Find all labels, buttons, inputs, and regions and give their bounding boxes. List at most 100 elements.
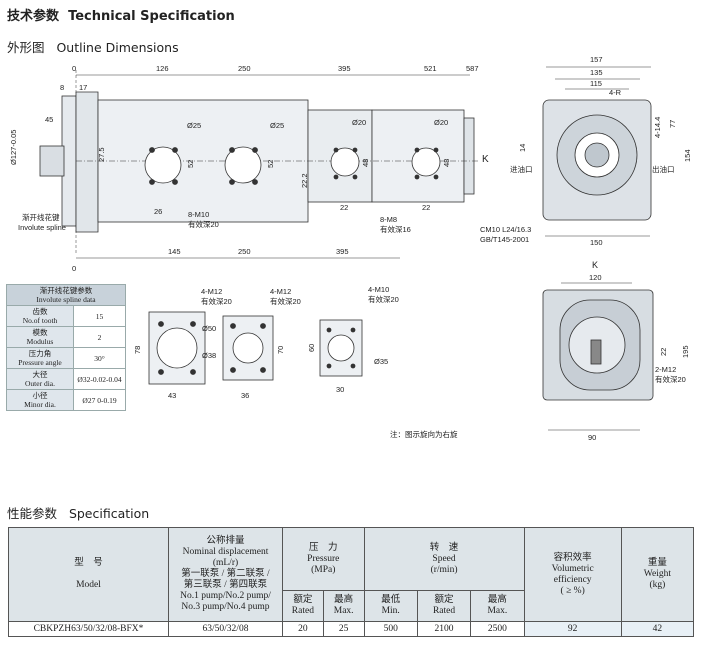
dim-4-14-4: 4-14.4 [653, 117, 662, 138]
k-thread: 2-M12 [655, 365, 676, 374]
port1-diam: Ø50 [202, 324, 216, 333]
rated-en: Rated [291, 606, 314, 616]
port2-depth: 有效深20 [270, 296, 301, 306]
k-dim-22: 22 [659, 348, 668, 356]
dim-521: 521 [424, 64, 437, 73]
port1-depth: 有效深20 [201, 296, 232, 306]
model-header-cn: 型 号 [74, 558, 103, 568]
cell-weight: 42 [620, 621, 695, 637]
dim-48b: 48 [442, 159, 451, 167]
spline-label-en: Minor dia. [24, 400, 56, 409]
dim-157: 157 [590, 55, 603, 64]
outline-title-en: Outline Dimensions [56, 40, 179, 55]
thread-m8-depth: 有效深16 [380, 224, 411, 234]
dim-22-2: 22.2 [300, 173, 309, 188]
pressure-header: 压 力 Pressure (MPa) [281, 527, 365, 591]
cell-model: CBKPZH63/50/32/08-BFX* [8, 621, 169, 637]
max-en: Max. [487, 606, 508, 616]
dim-587: 587 [466, 64, 479, 73]
vol-unit: ( ≥ %) [560, 585, 585, 596]
k-thread-depth: 有效深20 [655, 374, 686, 384]
bore-3: Ø20 [352, 118, 366, 127]
page-title: 技术参数 Technical Specification [7, 5, 235, 24]
port2-width: 36 [241, 391, 249, 400]
spline-label-en: Involute spline [18, 223, 66, 232]
thread-m8: 8-M8 [380, 215, 397, 224]
spline-value: Ø27 0-0.19 [73, 389, 126, 411]
vol-en1: Volumetric [551, 563, 594, 574]
dim-22a: 22 [340, 203, 348, 212]
disp-pump-en2: No.3 pump/No.4 pump [181, 602, 270, 612]
spline-table-header: 渐开线花键参数 Involute spline data [6, 284, 126, 306]
disp-unit: (mL/r) [212, 558, 239, 568]
outlet-label: 出油口 [652, 164, 675, 174]
spline-value: 2 [73, 326, 126, 348]
dim-22b: 22 [422, 203, 430, 212]
spline-label-cn: 小径 [32, 391, 48, 400]
min-en: Min. [381, 606, 400, 616]
bottom-dim-395: 395 [336, 247, 349, 256]
cell-p-rated: 20 [281, 621, 324, 637]
spline-label-cn: 模数 [32, 328, 48, 337]
pressure-en: Pressure [307, 553, 340, 564]
performance-title-en: Specification [68, 506, 150, 521]
dim-135: 135 [590, 68, 603, 77]
dim-127: Ø127-0.05 [9, 130, 18, 165]
rotation-note: 注：图示旋向为右旋 [390, 429, 458, 439]
port1-height: 78 [133, 346, 142, 354]
displacement-header: 公称排量 Nominal displacement (mL/r) 第一联泵 / … [168, 527, 283, 622]
dim-8: 8 [60, 83, 64, 92]
cell-efficiency: 92 [523, 621, 622, 637]
spline-title-en: Involute spline data [36, 295, 96, 304]
disp-pump-cn2: 第三联泵 / 第四联泵 [183, 580, 268, 590]
cell-s-rated: 2100 [416, 621, 472, 637]
k-arrow-label: K [482, 154, 489, 165]
dim-150: 150 [590, 238, 603, 247]
port3-height: 60 [307, 344, 316, 352]
dim-26: 26 [154, 207, 162, 216]
rated-cn: 额定 [434, 595, 454, 605]
pressure-cn: 压 力 [309, 542, 338, 553]
performance-title-cn: 性能参数 [7, 506, 58, 521]
efficiency-header: 容积效率 Volumetric efficiency ( ≥ %) [523, 527, 622, 622]
bottom-dim-145: 145 [168, 247, 181, 256]
vol-en2: efficiency [553, 574, 592, 585]
spline-value: 15 [73, 305, 126, 327]
speed-en: Speed [432, 553, 456, 564]
model-header-en: Model [76, 580, 101, 590]
max-en: Max. [333, 606, 354, 616]
performance-heading: 性能参数 Specification [7, 503, 149, 522]
port3-depth: 有效深20 [368, 294, 399, 304]
disp-en: Nominal displacement [182, 547, 269, 557]
cm-note-2: GB/T145-2001 [480, 235, 529, 244]
cell-s-min: 500 [363, 621, 418, 637]
port1-thread: 4-M12 [201, 287, 222, 296]
cell-s-max: 2500 [470, 621, 525, 637]
port3-thread: 4-M10 [368, 285, 389, 294]
dim-48a: 48 [361, 159, 370, 167]
thread-m10-depth: 有效深20 [188, 219, 219, 229]
weight-header: 重量 Weight (kg) [620, 527, 695, 622]
disp-pump-cn1: 第一联泵 / 第二联泵 / [181, 569, 270, 579]
port1-width: 43 [168, 391, 176, 400]
spline-label-en: No.of tooth [22, 316, 58, 325]
port3-diam: Ø35 [374, 357, 388, 366]
spline-label-en: Modulus [26, 337, 54, 346]
port2-thread: 4-M12 [270, 287, 291, 296]
dim-115: 115 [590, 79, 602, 88]
dim-0: 0 [72, 64, 76, 73]
dim-14: 14 [518, 144, 527, 152]
spline-label-cn: 大径 [32, 370, 48, 379]
weight-cn: 重量 [647, 558, 667, 568]
technical-drawing: 0 126 250 395 521 587 8 17 45 Ø127-0.05 … [9, 55, 692, 442]
speed-header: 转 速 Speed (r/min) [363, 527, 525, 591]
